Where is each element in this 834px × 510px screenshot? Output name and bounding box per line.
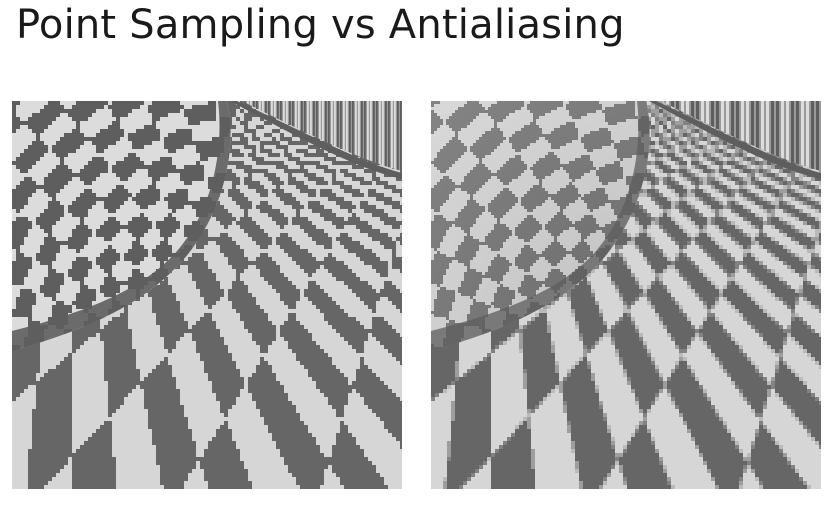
point-sampling-render <box>12 101 402 489</box>
slide-title: Point Sampling vs Antialiasing <box>16 2 625 48</box>
point-sampling-checkerboard-image <box>12 101 402 489</box>
antialiased-render <box>431 101 821 489</box>
antialiased-checkerboard-image <box>431 101 821 489</box>
